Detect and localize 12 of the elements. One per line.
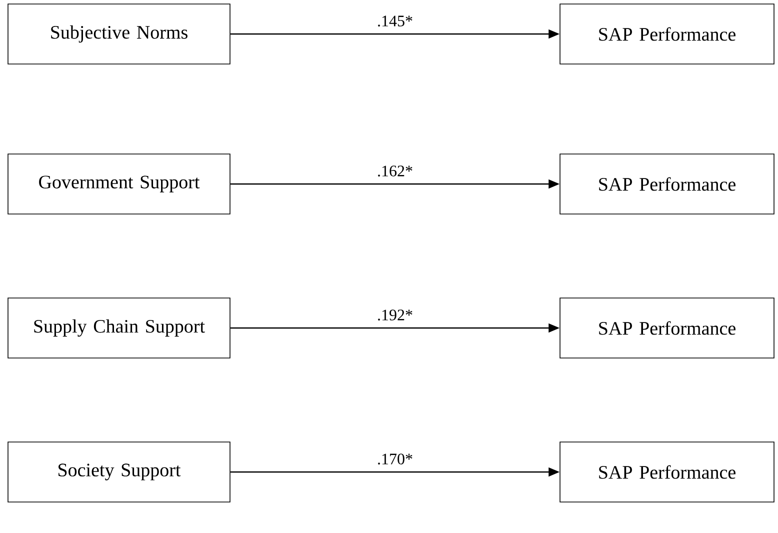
- edge-label: .192*: [378, 310, 412, 320]
- variable-box: Society Support: [8, 442, 230, 502]
- variable-box: Subjective Norms: [8, 4, 230, 64]
- variable-box: SAP Performance: [560, 298, 774, 358]
- variable-box: SAP Performance: [560, 4, 774, 64]
- edge-label: .170*: [378, 454, 412, 464]
- variable-box: SAP Performance: [560, 154, 774, 214]
- variable-box: Government Support: [8, 154, 230, 214]
- variable-box: SAP Performance: [560, 442, 774, 502]
- edge-label: .162*: [378, 166, 412, 176]
- variable-box: Supply Chain Support: [8, 298, 230, 358]
- edge-label: .145*: [378, 16, 412, 26]
